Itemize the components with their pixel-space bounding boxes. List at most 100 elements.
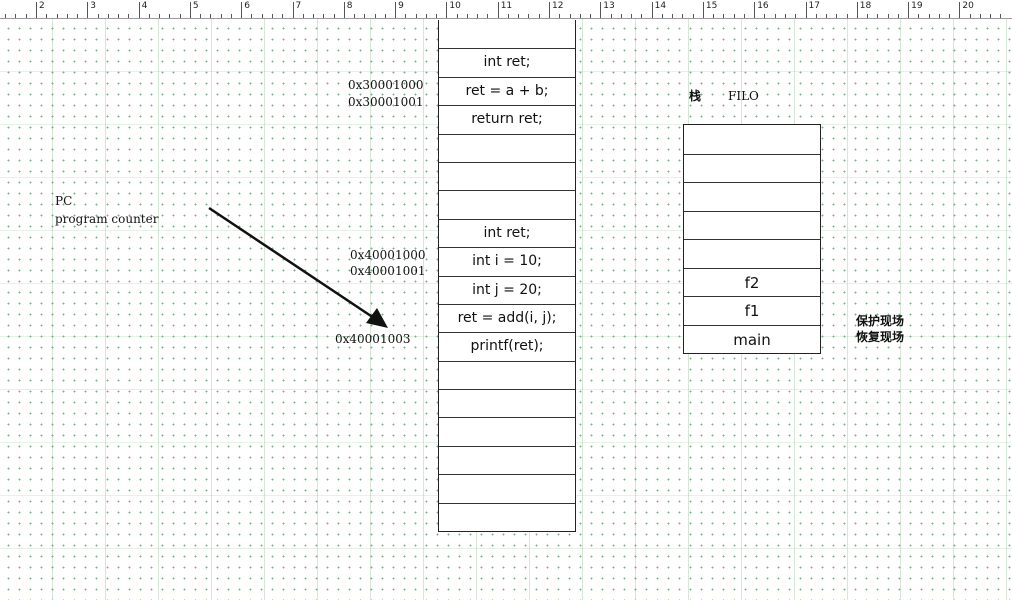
ruler-number: 17	[808, 1, 820, 11]
ruler-minor-tick	[867, 14, 869, 18]
ruler-minor-tick	[743, 14, 745, 18]
ruler-minor-tick	[569, 14, 571, 18]
ruler-minor-tick	[969, 14, 971, 18]
ruler-minor-tick	[672, 14, 674, 18]
memory-cell	[439, 389, 575, 417]
memory-cell	[439, 502, 575, 531]
ruler-major-tick	[497, 2, 499, 18]
ruler-minor-tick	[682, 14, 684, 18]
stack-frame-cell: main	[684, 324, 820, 354]
memory-table: int ret;ret = a + b;return ret;int ret;i…	[438, 20, 576, 533]
ruler-minor-tick	[733, 14, 735, 18]
ruler-number: 16	[757, 1, 769, 11]
ruler-number: 3	[90, 1, 97, 11]
stack-title: 栈	[689, 89, 702, 103]
ruler-minor-tick	[928, 14, 930, 18]
ruler-minor-tick	[938, 14, 940, 18]
ruler-minor-tick	[230, 14, 232, 18]
memory-cell	[439, 161, 575, 190]
ruler-minor-tick	[507, 14, 509, 18]
ruler-major-tick	[702, 2, 704, 18]
ruler-number: 12	[552, 1, 564, 11]
ruler-major-tick	[343, 2, 345, 18]
ruler-minor-tick	[979, 14, 981, 18]
ruler-minor-tick	[148, 14, 150, 18]
ruler-minor-tick	[559, 14, 561, 18]
ruler-major-tick	[600, 2, 602, 18]
ruler-major-tick	[908, 2, 910, 18]
ruler-minor-tick	[846, 14, 848, 18]
ruler-major-tick	[446, 2, 448, 18]
ruler-minor-tick	[579, 14, 581, 18]
ruler-minor-tick	[405, 14, 407, 18]
ruler-major-tick	[651, 2, 653, 18]
stack-mode-label: FILO	[728, 89, 759, 103]
ruler-minor-tick	[1000, 14, 1002, 18]
ruler-number: 7	[295, 1, 302, 11]
stack-frame-cell	[684, 153, 820, 183]
ruler-major-tick	[395, 2, 397, 18]
ruler-minor-tick	[354, 14, 356, 18]
ruler-minor-tick	[815, 14, 817, 18]
ruler-minor-tick	[107, 14, 109, 18]
stack-frame-cell	[684, 125, 820, 154]
ruler-minor-tick	[425, 14, 427, 18]
ruler-major-tick	[754, 2, 756, 18]
ruler-minor-tick	[610, 14, 612, 18]
ruler-minor-tick	[661, 14, 663, 18]
ruler-minor-tick	[466, 14, 468, 18]
ruler-number: 13	[603, 1, 615, 11]
ruler-major-tick	[87, 2, 89, 18]
ruler-minor-tick	[487, 14, 489, 18]
ruler-minor-tick	[251, 14, 253, 18]
ruler-minor-tick	[590, 14, 592, 18]
ruler-minor-tick	[179, 14, 181, 18]
address-label-40001001: 0x40001001	[350, 264, 426, 278]
ruler-number: 15	[705, 1, 718, 11]
note-save-context: 保护现场	[856, 314, 905, 328]
ruler-major-tick	[292, 2, 294, 18]
ruler-minor-tick	[282, 14, 284, 18]
ruler-major-tick	[138, 2, 140, 18]
ruler-minor-tick	[97, 14, 99, 18]
address-label-40001003: 0x40001003	[335, 332, 411, 346]
ruler-minor-tick	[990, 14, 992, 18]
ruler-minor-tick	[128, 14, 130, 18]
ruler-major-tick	[856, 2, 858, 18]
ruler-major-tick	[549, 2, 550, 18]
address-label-40001000: 0x40001000	[350, 248, 426, 262]
address-label-30001001: 0x30001001	[348, 95, 424, 109]
memory-cell: int j = 20;	[439, 275, 575, 304]
ruler-minor-tick	[538, 14, 540, 18]
ruler-minor-tick	[220, 14, 222, 18]
ruler-minor-tick	[159, 14, 161, 18]
ruler-minor-tick	[764, 14, 766, 18]
stack-frame-cell: f1	[684, 296, 820, 325]
ruler-number: 11	[500, 1, 513, 11]
memory-cell: ret = add(i, j);	[439, 303, 575, 332]
ruler-minor-tick	[887, 14, 889, 18]
ruler-minor-tick	[25, 14, 27, 18]
ruler-number: 9	[398, 1, 404, 11]
ruler-minor-tick	[118, 14, 120, 18]
ruler-minor-tick	[46, 14, 48, 18]
memory-cell	[439, 133, 575, 162]
ruler-minor-tick	[374, 14, 376, 18]
pc-label: PC	[55, 194, 73, 208]
ruler-minor-tick	[692, 14, 694, 18]
ruler-minor-tick	[723, 14, 725, 18]
memory-cell	[439, 190, 575, 218]
ruler-number: 5	[192, 1, 199, 11]
memory-cell: int ret;	[439, 48, 575, 76]
ruler-minor-tick	[631, 14, 633, 18]
ruler-minor-tick	[15, 14, 17, 18]
program-counter-label: program counter	[55, 212, 159, 226]
ruler-major-tick	[805, 2, 807, 18]
ruler-minor-tick	[364, 14, 366, 18]
ruler-minor-tick	[897, 14, 899, 18]
ruler-number: 18	[859, 1, 872, 11]
ruler-number: 6	[244, 1, 250, 11]
address-label-30001000: 0x30001000	[348, 78, 424, 92]
ruler-minor-tick	[261, 14, 263, 18]
